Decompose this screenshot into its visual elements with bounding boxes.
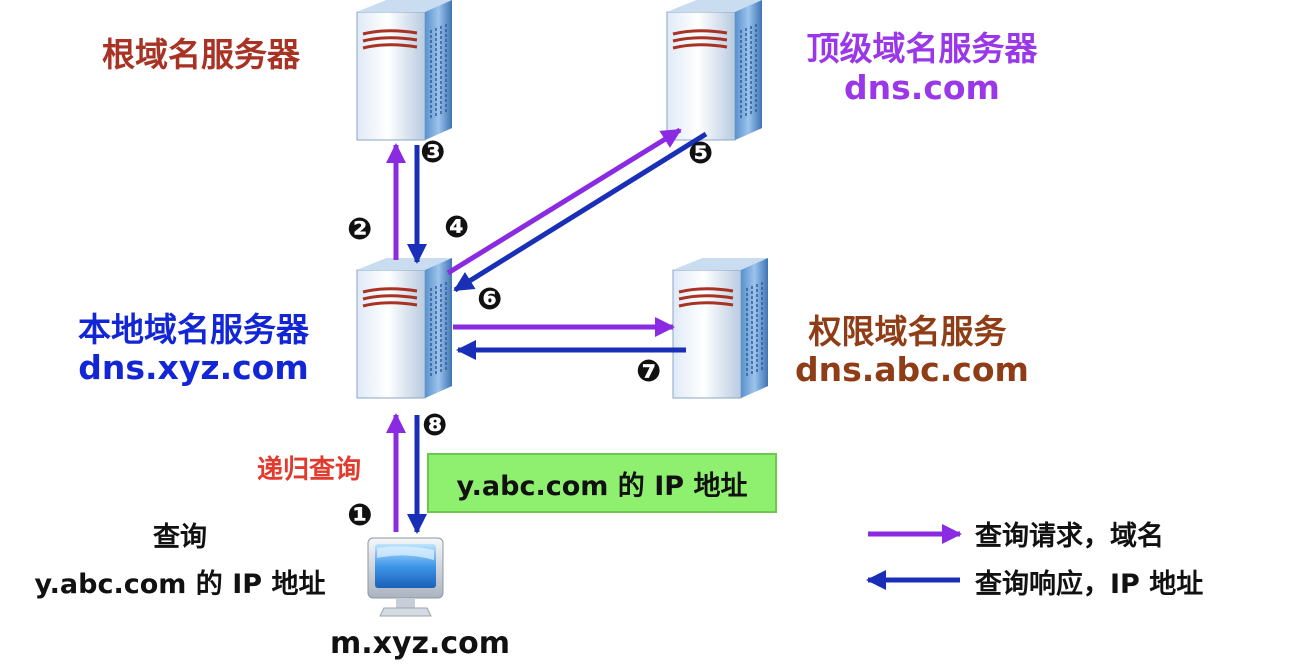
local-server-icon — [355, 256, 454, 400]
answer-box: y.abc.com 的 IP 地址 — [427, 453, 777, 513]
legend-response-label: 查询响应，IP 地址 — [975, 569, 1204, 600]
legend-request-label: 查询请求，域名 — [975, 521, 1164, 552]
local-server-domain: dns.xyz.com — [78, 348, 309, 387]
arrow-step-4 — [446, 127, 682, 276]
root-server-icon — [355, 0, 454, 142]
client-host-label: m.xyz.com — [329, 626, 511, 661]
local-server-label: 本地域名服务器 — [78, 310, 309, 349]
tld-server-label: 顶级域名服务器 — [806, 29, 1038, 68]
tld-server-domain: dns.com — [844, 68, 1000, 107]
step-3-badge: ❸ — [420, 135, 446, 170]
step-2-badge: ❷ — [347, 212, 373, 247]
step-4-badge: ❹ — [444, 210, 470, 245]
step-7-badge: ❼ — [636, 354, 662, 389]
arrow-step-5-6 — [453, 131, 708, 293]
recursive-query-label: 递归查询 — [257, 455, 362, 485]
client-query-line1: 查询 — [153, 522, 207, 553]
authoritative-server-icon — [671, 256, 770, 400]
step-1-badge: ❶ — [347, 498, 373, 533]
authoritative-server-label: 权限域名服务 — [808, 312, 1007, 351]
client-query-line2: y.abc.com 的 IP 地址 — [34, 569, 326, 600]
step-8-badge: ❽ — [422, 408, 448, 443]
authoritative-server-domain: dns.abc.com — [795, 350, 1029, 389]
tld-server-icon — [665, 0, 764, 142]
root-server-label: 根域名服务器 — [102, 35, 300, 74]
step-6-badge: ❻ — [477, 282, 503, 317]
step-5-badge: ❺ — [688, 136, 714, 171]
client-computer-icon — [367, 537, 444, 617]
